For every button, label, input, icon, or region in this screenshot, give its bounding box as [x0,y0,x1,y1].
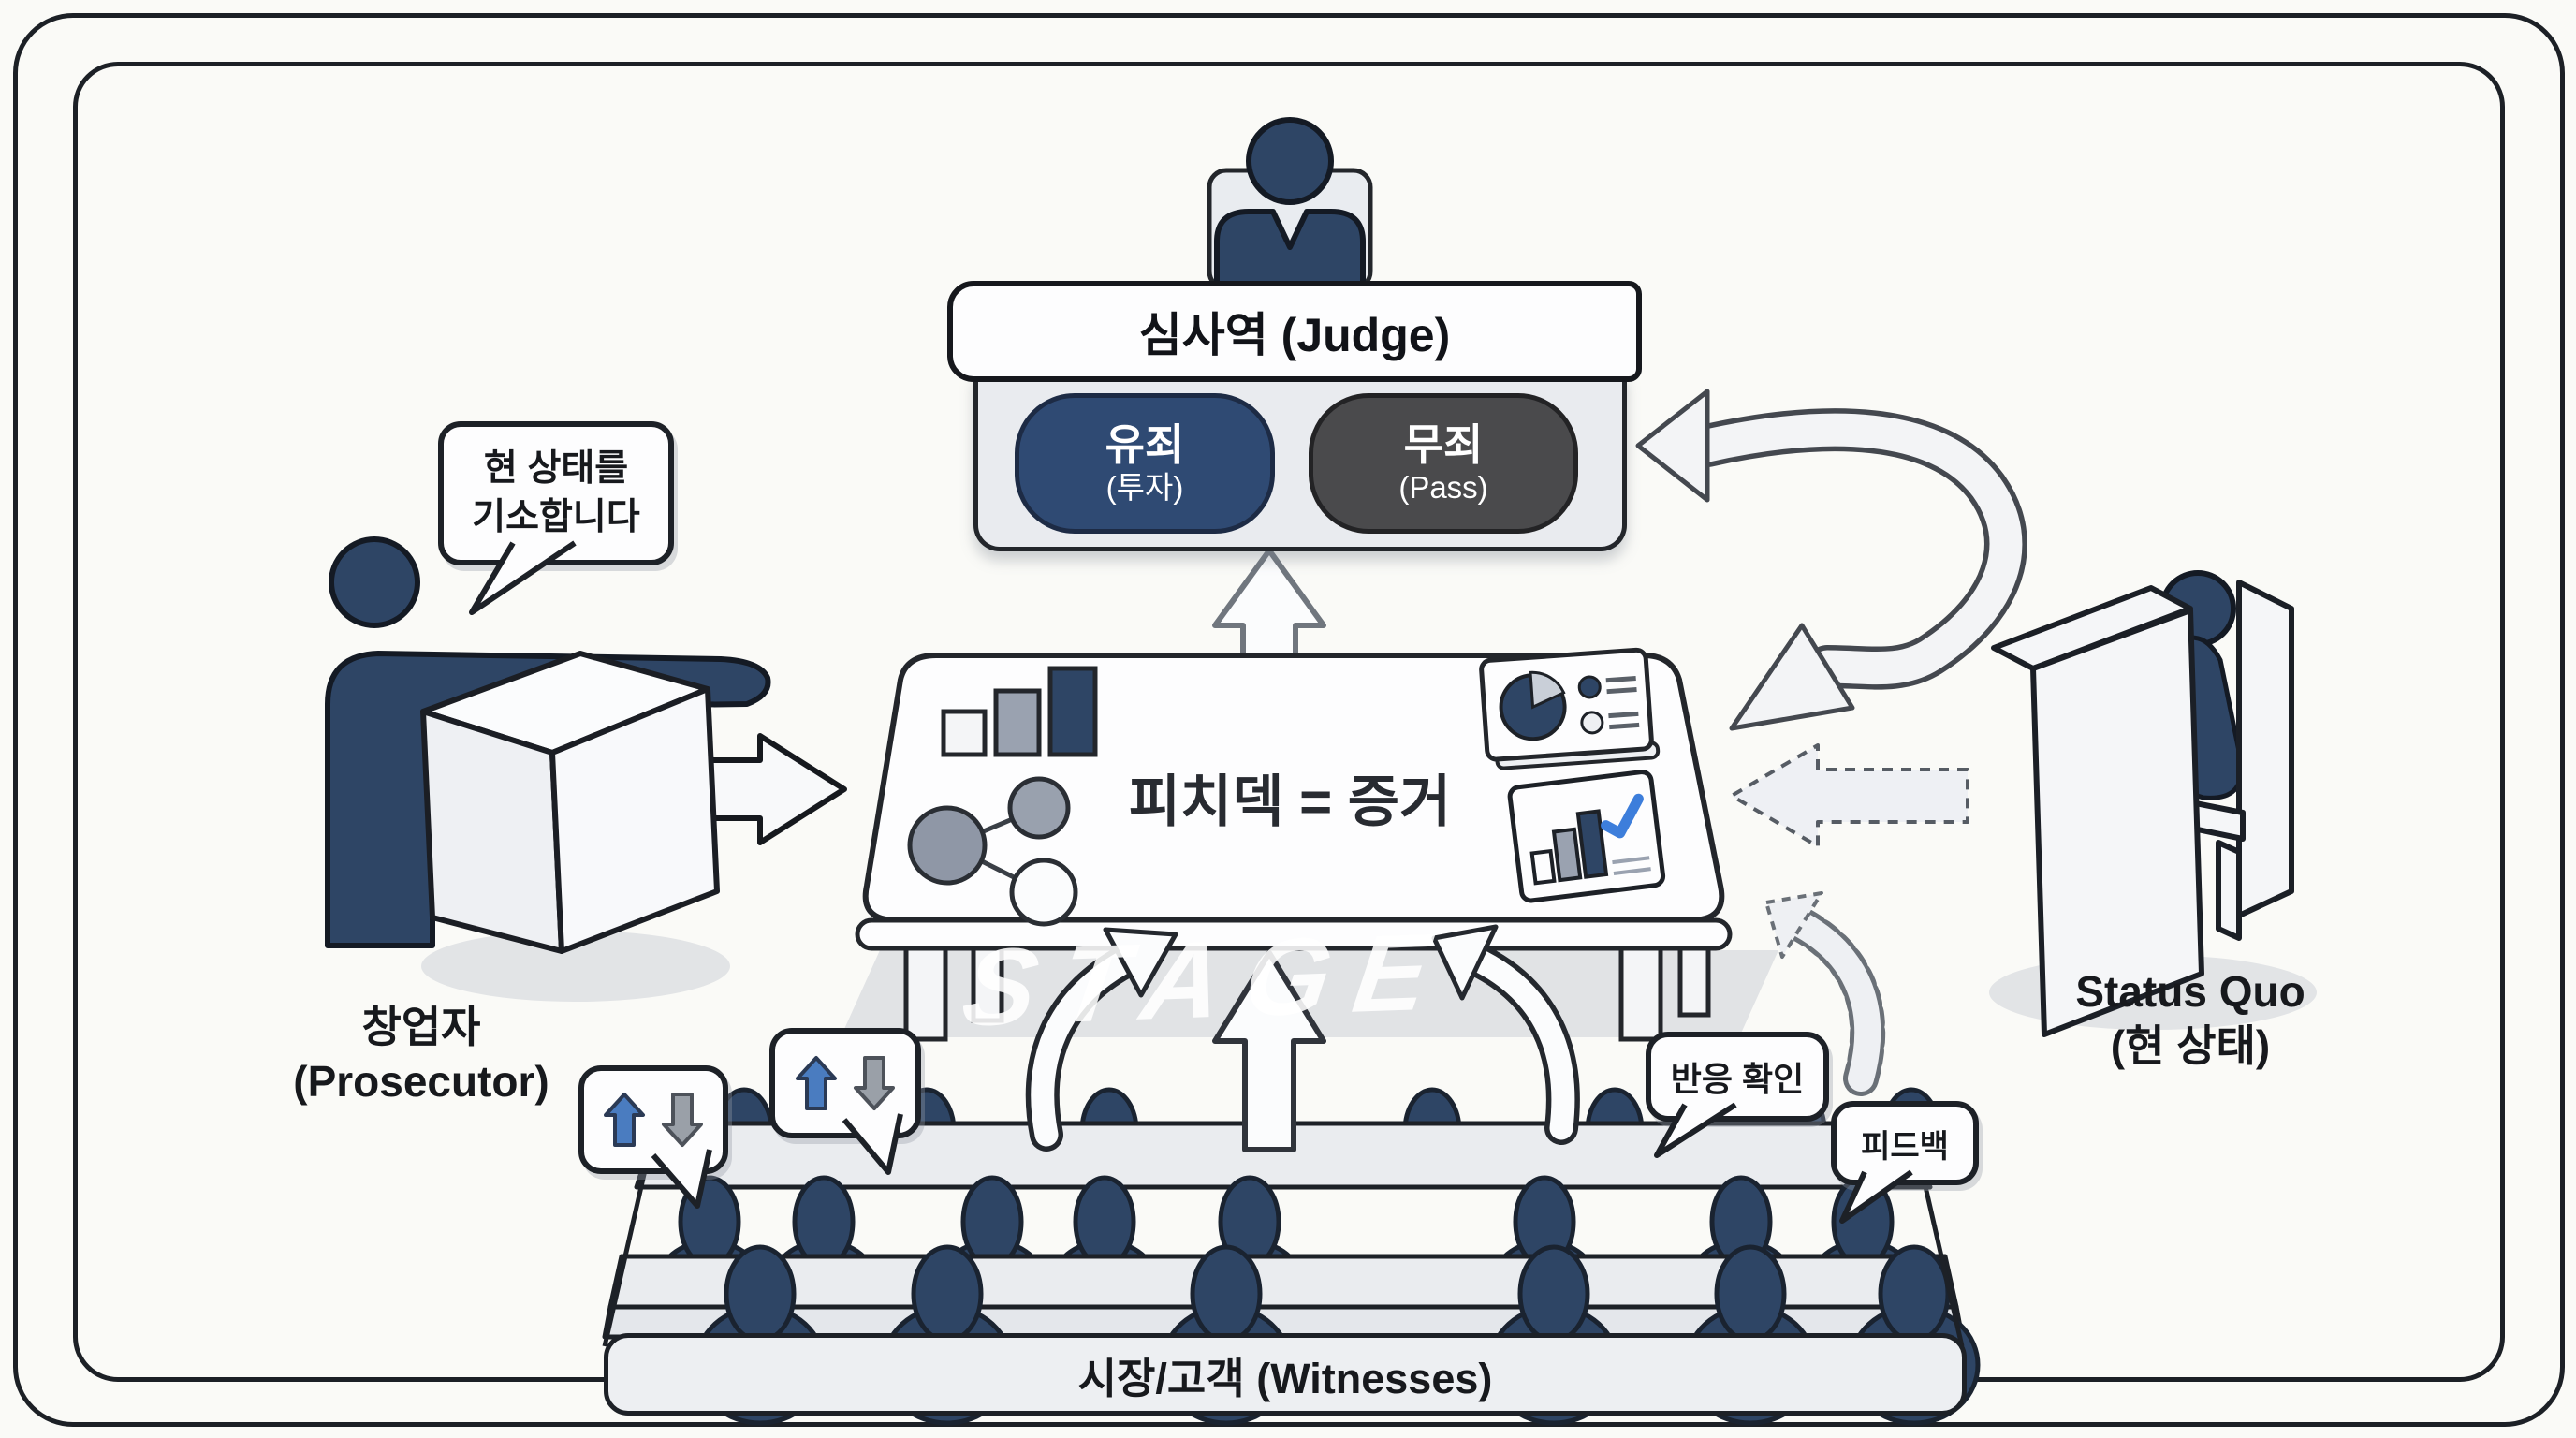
audience-member-head [1831,1175,1895,1269]
vote-bubble-2 [769,1028,921,1138]
vote-down-icon [854,1056,895,1110]
audience-member-head [1073,1175,1136,1269]
audience-member-head [1517,1244,1590,1343]
witnesses-label: 시장/고객 (Witnesses) [1077,1354,1493,1402]
prosecutor-caption: 창업자 (Prosecutor) [293,1003,549,1106]
network-diagram-icon [907,776,1078,927]
vote-up-icon [604,1093,645,1147]
guilty-title: 유죄 [1105,420,1185,469]
audience-to-table-arrow-right [1431,924,1580,1145]
witnesses-band: 시장/고객 (Witnesses) [604,1333,1967,1416]
not-guilty-title: 무죄 [1403,420,1484,469]
reaction-check-bubble: 반응 확인 [1646,1032,1829,1122]
guilty-invest-button: 유죄 (투자) [1015,393,1275,534]
vote-up-icon [796,1056,837,1110]
audience-member-head [724,1244,797,1343]
audience-member-head [911,1244,984,1343]
stage-watermark: STAGE [956,909,1461,1049]
feedback-bubble-label: 피드백 [1861,1128,1949,1165]
feedback-to-table-dashed-arrow [1764,891,1886,1096]
statusquo-to-table-dashed-arrow [1730,743,1969,848]
audience-member-head [678,1175,741,1269]
reaction-bubble-label: 반응 확인 [1670,1060,1805,1098]
audience-to-table-arrow-left [1025,927,1178,1152]
feedback-bubble: 피드백 [1831,1101,1979,1185]
pie-chart-doc-icon [1479,647,1661,770]
bar-chart-doc-icon [1507,770,1666,903]
podium-icon [420,651,720,954]
prosecutor-speech-line2: 기소합니다 [472,497,640,537]
audience-member-head [1190,1244,1263,1343]
audience-member-head [960,1175,1024,1269]
vote-down-icon [662,1093,703,1147]
judge-bench-label: 심사역 (Judge) [1138,309,1451,361]
statusquo-caption: Status Quo (현 상태) [2075,967,2305,1070]
witness-chair-icon [1991,580,2294,1037]
vote-bubble-1 [578,1065,728,1174]
not-guilty-sub: (Pass) [1398,470,1488,505]
guilty-sub: (투자) [1105,470,1184,505]
outer-frame [13,13,2565,1427]
bar-blocks-icon [941,666,1098,757]
evidence-table-label: 피치덱 = 증거 [1128,770,1452,833]
judge-table-loop-arrow [1635,389,2027,731]
audience-to-table-arrow-center [1212,950,1326,1152]
judge-bench-banner: 심사역 (Judge) [947,281,1642,382]
audience-member-head [1878,1244,1951,1343]
prosecutor-speech-bubble: 현 상태를 기소합니다 [438,421,674,565]
not-guilty-pass-button: 무죄 (Pass) [1309,393,1578,534]
judge-icon [1207,117,1373,304]
prosecutor-speech-line1: 현 상태를 [483,448,629,489]
audience-member-head [792,1175,856,1269]
audience-member-head [1714,1244,1787,1343]
